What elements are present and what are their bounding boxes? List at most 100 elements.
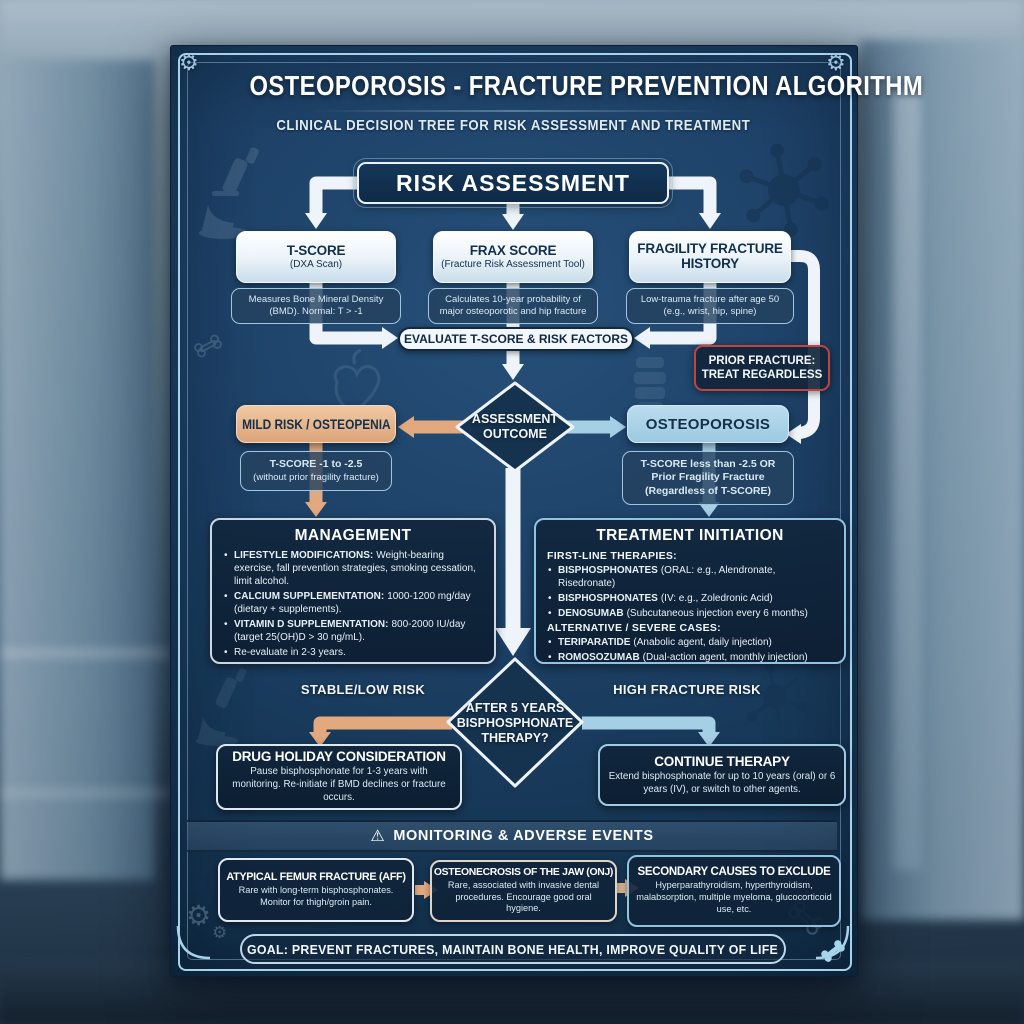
management-item: Re-evaluate in 2-3 years.	[223, 646, 483, 659]
corridor-rail	[0, 648, 172, 658]
gear-icon: ⚙	[186, 900, 212, 931]
treatment-section-heading: ALTERNATIVE / SEVERE CASES:	[547, 622, 721, 634]
treatment-item-lead: BISPHOSPHONATES	[558, 593, 658, 604]
management-item-text: Weight-bearing exercise, fall prevention…	[234, 550, 476, 587]
drug-holiday-title: DRUG HOLIDAY CONSIDERATION	[232, 749, 446, 765]
gear-icon: ⚙	[179, 50, 199, 75]
monitoring-header: ⚠ MONITORING & ADVERSE EVENTS	[187, 820, 837, 852]
high-fracture-risk-label: HIGH FRACTURE RISK	[602, 682, 772, 697]
frax-node: FRAX SCORE (Fracture Risk Assessment Too…	[433, 231, 593, 283]
osteo-criteria-line1: T-SCORE less than -2.5 OR	[640, 457, 776, 470]
frax-detail-text: Calculates 10-year probability of major …	[439, 293, 587, 317]
treatment-item: DENOSUMAB(Subcutaneous injection every 6…	[547, 607, 833, 620]
frax-detail: Calculates 10-year probability of major …	[428, 288, 598, 324]
management-item-lead: LIFESTYLE MODIFICATIONS:	[234, 550, 374, 561]
therapy-decision-label: AFTER 5 YEARS BISPHOSPHONATE THERAPY?	[443, 692, 587, 754]
treatment-item-text: (Subcutaneous injection every 6 months)	[626, 608, 808, 619]
treatment-item-text: (ORAL: e.g., Alendronate, Risedronate)	[558, 565, 776, 589]
management-item-lead: VITAMIN D SUPPLEMENTATION:	[234, 619, 389, 630]
tscore-subtitle: (DXA Scan)	[289, 259, 343, 271]
tscore-title: T-SCORE	[286, 242, 346, 258]
assessment-outcome-line2: OUTCOME	[483, 427, 547, 441]
osteo-criteria-line3: (Regardless of T-SCORE)	[644, 484, 772, 497]
treatment-item-lead: BISPHOSPHONATES	[558, 565, 658, 576]
treatment-item: TERIPARATIDE(Anabolic agent, daily injec…	[547, 636, 833, 649]
tscore-detail: Measures Bone Mineral Density (BMD). Nor…	[231, 288, 401, 324]
gear-icon: ⚙	[212, 923, 228, 942]
fragility-fracture-title: FRAGILITY FRACTURE HISTORY	[637, 241, 783, 271]
therapy-decision-line3: THERAPY?	[481, 730, 549, 745]
prior-fracture-callout: PRIOR FRACTURE: TREAT REGARDLESS	[694, 345, 830, 391]
corridor-right-wall	[860, 40, 1024, 920]
treatment-item: BISPHOSPHONATES(IV: e.g., Zoledronic Aci…	[547, 592, 833, 605]
stable-low-risk-label: STABLE/LOW RISK	[278, 682, 448, 697]
mild-criteria-sub: (without prior fragility fracture)	[253, 471, 379, 483]
risk-assessment-node: RISK ASSESSMENT	[353, 158, 673, 208]
tscore-detail-text: Measures Bone Mineral Density (BMD). Nor…	[248, 293, 384, 317]
continue-therapy-node: CONTINUE THERAPY Extend bisphosphonate f…	[598, 744, 846, 806]
aff-detail: Rare with long-term bisphosphonates. Mon…	[238, 885, 394, 907]
prior-fracture-line1: PRIOR FRACTURE:	[708, 354, 816, 367]
prior-fracture-line2: TREAT REGARDLESS	[701, 369, 823, 381]
mild-risk-node: MILD RISK / OSTEOPENIA	[236, 405, 396, 443]
page-title: OSTEOPOROSIS - FRACTURE PREVENTION ALGOR…	[190, 70, 922, 102]
management-item: LIFESTYLE MODIFICATIONS:Weight-bearing e…	[223, 549, 483, 588]
warning-icon: ⚠	[370, 828, 386, 845]
fragility-fracture-node: FRAGILITY FRACTURE HISTORY	[629, 231, 791, 283]
fragility-fracture-detail-text: Low-trauma fracture after age 50 (e.g., …	[640, 293, 780, 317]
management-title: MANAGEMENT	[294, 527, 412, 544]
treatment-item: BISPHOSPHONATES(ORAL: e.g., Alendronate,…	[547, 564, 833, 590]
corridor-light-panel	[893, 90, 921, 870]
fragility-fracture-detail: Low-trauma fracture after age 50 (e.g., …	[626, 288, 794, 324]
gear-icon: ⚙	[826, 50, 846, 75]
onj-title: OSTEONECROSIS OF THE JAW (ONJ)	[433, 866, 614, 878]
treatment-item-text: (Anabolic agent, daily injection)	[633, 637, 772, 648]
aff-title: ATYPICAL FEMUR FRACTURE (AFF)	[226, 871, 406, 884]
treatment-section-heading: FIRST-LINE THERAPIES:	[547, 550, 677, 562]
therapy-decision-line2: BISPHOSPHONATE	[456, 715, 574, 730]
mild-criteria-main: T-SCORE -1 to -2.5	[269, 458, 363, 471]
corridor-left-wall	[0, 60, 155, 880]
goal-text: GOAL: PREVENT FRACTURES, MAINTAIN BONE H…	[247, 941, 779, 957]
stable-label-text: STABLE/LOW RISK	[300, 682, 426, 697]
mild-risk-criteria: T-SCORE -1 to -2.5 (without prior fragil…	[240, 451, 392, 491]
onj-node: OSTEONECROSIS OF THE JAW (ONJ) Rare, ass…	[430, 860, 617, 922]
management-item-text: 1000-1200 mg/day (dietary + supplements)…	[234, 591, 471, 615]
onj-detail: Rare, associated with invasive dental pr…	[447, 879, 600, 914]
therapy-decision-line1: AFTER 5 YEARS	[465, 700, 565, 715]
continue-therapy-title: CONTINUE THERAPY	[654, 753, 790, 769]
monitoring-header-text: MONITORING & ADVERSE EVENTS	[393, 828, 654, 844]
aff-node: ATYPICAL FEMUR FRACTURE (AFF) Rare with …	[218, 858, 414, 922]
page-title-text: OSTEOPOROSIS - FRACTURE PREVENTION ALGOR…	[249, 70, 924, 101]
management-item-text: 800-2000 IU/day (target 25(OH)D > 30 ng/…	[234, 619, 466, 643]
evaluate-node: EVALUATE T-SCORE & RISK FACTORS	[398, 327, 634, 351]
management-item-text: Re-evaluate in 2-3 years.	[234, 647, 346, 658]
osteo-criteria-line2: Prior Fragility Fracture	[651, 471, 765, 484]
drug-holiday-detail: Pause bisphosphonate for 1-3 years with …	[232, 766, 446, 803]
risk-assessment-label: RISK ASSESSMENT	[396, 169, 630, 196]
osteoporosis-label: OSTEOPOROSIS	[645, 415, 771, 433]
treatment-title: TREATMENT INITIATION	[596, 527, 784, 544]
treatment-item-lead: ROMOSOZUMAB	[558, 652, 640, 663]
osteoporosis-node: OSTEOPOROSIS	[627, 405, 789, 443]
treatment-item: ROMOSOZUMAB(Dual-action agent, monthly i…	[547, 651, 833, 664]
management-item-lead: CALCIUM SUPPLEMENTATION:	[234, 591, 385, 602]
management-item: CALCIUM SUPPLEMENTATION:1000-1200 mg/day…	[223, 590, 483, 616]
evaluate-label: EVALUATE T-SCORE & RISK FACTORS	[403, 332, 628, 346]
continue-therapy-detail: Extend bisphosphonate for up to 10 years…	[608, 770, 836, 795]
goal-banner: GOAL: PREVENT FRACTURES, MAINTAIN BONE H…	[240, 934, 786, 964]
assessment-outcome-label: ASSESSMENT OUTCOME	[455, 401, 575, 453]
mild-risk-label: MILD RISK / OSTEOPENIA	[241, 416, 391, 432]
page-subtitle: CLINICAL DECISION TREE FOR RISK ASSESSME…	[190, 117, 836, 134]
secondary-causes-detail: Hyperparathyroidism, hyperthyroidism, ma…	[636, 880, 832, 914]
secondary-causes-node: SECONDARY CAUSES TO EXCLUDE Hyperparathy…	[627, 855, 841, 927]
assessment-outcome-line1: ASSESSMENT	[471, 412, 559, 426]
management-panel: MANAGEMENT LIFESTYLE MODIFICATIONS:Weigh…	[210, 518, 496, 664]
treatment-item-text: (Dual-action agent, monthly injection)	[642, 652, 808, 663]
management-item: VITAMIN D SUPPLEMENTATION:800-2000 IU/da…	[223, 618, 483, 644]
osteoporosis-criteria: T-SCORE less than -2.5 OR Prior Fragilit…	[622, 451, 794, 505]
tscore-node: T-SCORE (DXA Scan)	[236, 231, 396, 283]
corridor-rail	[0, 788, 172, 798]
secondary-causes-title: SECONDARY CAUSES TO EXCLUDE	[637, 866, 831, 879]
